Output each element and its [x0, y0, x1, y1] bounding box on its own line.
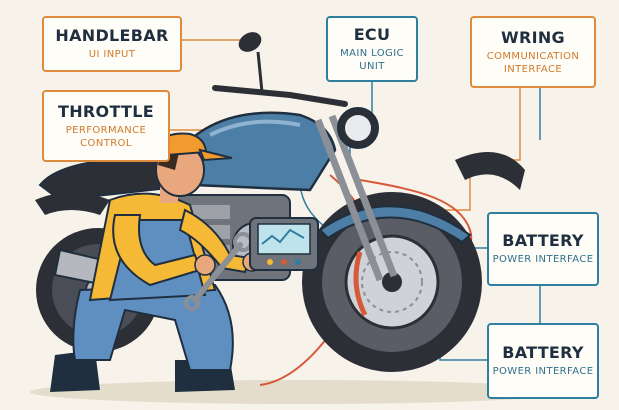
throttle-subtitle: PERFORMANCE CONTROL [65, 124, 147, 149]
battery-top-subtitle: POWER INTERFACE [492, 254, 594, 265]
ground-shadow [30, 380, 570, 404]
handlebar-subtitle: UI INPUT [88, 49, 136, 60]
ecu-callout: ECU MAIN LOGIC UNIT [326, 16, 418, 82]
wiring-connector [430, 88, 521, 211]
throttle-title: THROTTLE [58, 101, 154, 121]
rear-fender [35, 192, 110, 215]
handlebar-title: HANDLEBAR [55, 26, 169, 45]
ecu-subtitle: MAIN LOGIC UNIT [340, 47, 404, 72]
mirror [238, 32, 262, 52]
battery-top-title: BATTERY [502, 231, 584, 250]
mirror-stem [256, 51, 264, 93]
front-fender-arch [455, 152, 525, 190]
mechanic-legs [72, 283, 234, 371]
ecu-title: ECU [353, 24, 391, 44]
throttle-callout: THROTTLE PERFORMANCE CONTROL [42, 90, 170, 162]
wiring-subtitle: COMMUNICATION INTERFACE [486, 50, 580, 75]
front-wheel [302, 192, 482, 372]
mechanic-hand-left [194, 254, 216, 276]
mechanic-illustration [50, 132, 262, 392]
wiring-callout: WRING COMMUNICATION INTERFACE [470, 16, 596, 88]
battery-bottom-title: BATTERY [502, 343, 584, 362]
wiring-title: WRING [501, 27, 565, 47]
handlebar-callout: HANDLEBAR UI INPUT [42, 16, 182, 72]
battery-top-callout: BATTERY POWER INTERFACE [487, 212, 599, 286]
fuel-tank [188, 111, 337, 192]
battery-bottom-subtitle: POWER INTERFACE [492, 366, 594, 377]
handlebar [212, 85, 348, 107]
diagnostic-tablet-icon [249, 217, 319, 271]
front-forks [314, 114, 398, 282]
battery-bottom-callout: BATTERY POWER INTERFACE [487, 323, 599, 399]
